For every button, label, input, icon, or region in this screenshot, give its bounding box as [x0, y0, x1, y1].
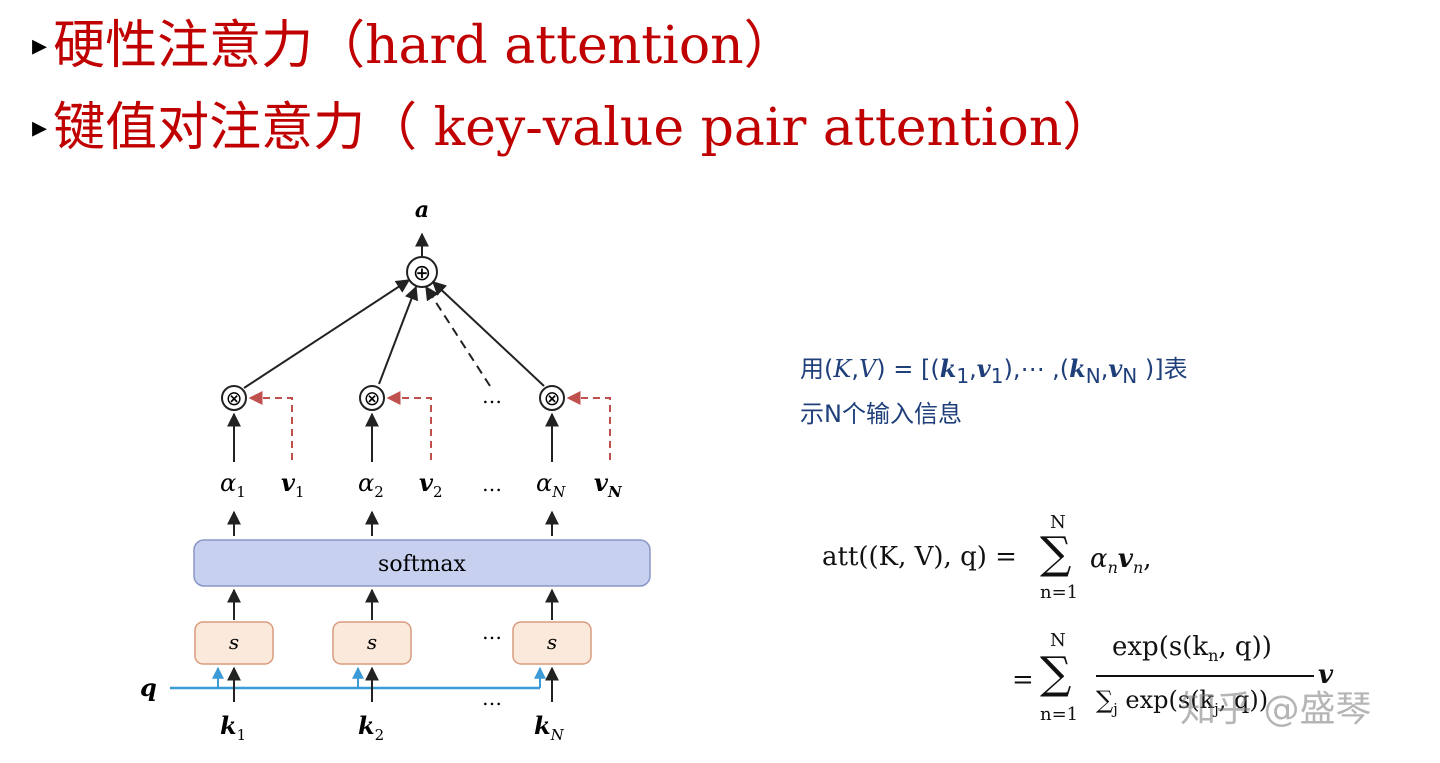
- times-icon: ⊗: [544, 386, 561, 410]
- heading-hard-attention: ▸硬性注意力（hard attention）: [32, 20, 796, 72]
- sum1-top: N: [1050, 512, 1066, 533]
- value-arrow-1: [248, 391, 293, 460]
- formula-eq2: =: [1012, 665, 1034, 695]
- key-label-2: k2: [358, 711, 384, 744]
- formula-term2-v: v: [1318, 660, 1334, 690]
- formula-numerator: exp(s(kn, q)): [1112, 632, 1272, 666]
- value-arrow-N: [566, 391, 611, 460]
- times-icon: ⊗: [364, 386, 381, 410]
- score-box-1: [194, 621, 274, 665]
- bullet-icon: ▸: [32, 110, 48, 145]
- description-line-2: 示N个输入信息: [800, 399, 962, 428]
- key-label-1: k1: [220, 711, 246, 744]
- value-label-2: v2: [419, 468, 443, 501]
- score-label-1: s: [229, 630, 239, 654]
- sum2-top: N: [1050, 630, 1066, 651]
- ellipsis-keys: …: [482, 686, 502, 710]
- multiply-node-N: ⊗: [539, 385, 565, 411]
- sum2-sigma: ∑: [1040, 648, 1072, 699]
- edge-dots-to-sum: [425, 285, 491, 387]
- fraction-bar: [1096, 675, 1314, 677]
- bullet-icon: ▸: [32, 28, 48, 63]
- edge-1-to-sum: [243, 279, 411, 389]
- score-label-N: s: [547, 630, 557, 654]
- multiply-node-2: ⊗: [359, 385, 385, 411]
- description-line-1: 用(K,V) = [(k1,v1),⋯ ,(kN,vN )]表: [800, 354, 1188, 388]
- value-label-N: vN: [594, 468, 623, 501]
- formula-denominator: ∑j exp(s(kj, q)): [1096, 686, 1269, 718]
- heading-text: 硬性注意力（hard attention）: [53, 16, 796, 76]
- multiply-node-1: ⊗: [221, 385, 247, 411]
- sum1-sigma: ∑: [1040, 528, 1072, 579]
- score-box-N: [512, 621, 592, 665]
- key-label-N: kN: [534, 711, 565, 744]
- output-label: a: [415, 197, 429, 223]
- heading-text: 键值对注意力（ key-value pair attention）: [53, 98, 1115, 158]
- ellipsis-mid: …: [482, 472, 502, 496]
- softmax-label: softmax: [378, 552, 466, 577]
- sum-node: [406, 256, 438, 288]
- score-label-2: s: [367, 630, 377, 654]
- ellipsis-top: …: [482, 384, 502, 408]
- kv-description: 用(K,V) = [(k1,v1),⋯ ,(kN,vN )]表 示N个输入信息: [800, 350, 1380, 433]
- times-icon: ⊗: [226, 386, 243, 410]
- value-label-1: v1: [281, 468, 305, 501]
- ellipsis-score: …: [482, 620, 502, 644]
- heading-key-value-attention: ▸键值对注意力（ key-value pair attention）: [32, 102, 1114, 154]
- sum1-bottom: n=1: [1040, 582, 1079, 603]
- edge-2-to-sum: [378, 285, 419, 385]
- score-box-2: [332, 621, 412, 665]
- alpha-label-N: αN: [536, 469, 566, 501]
- query-label: q: [140, 673, 157, 702]
- plus-icon: ⊕: [413, 261, 431, 286]
- softmax-box: [193, 539, 651, 587]
- watermark: 知乎 @盛琴: [1180, 689, 1372, 730]
- formula-lhs: att((K, V), q) =: [822, 542, 1017, 572]
- sum2-bottom: n=1: [1040, 704, 1079, 725]
- attention-diagram: a ⊕ ⊗ ⊗ … ⊗ α1 v1 α2 v2 … αN vN softmax: [140, 197, 651, 744]
- value-arrow-2: [386, 391, 432, 460]
- alpha-label-1: α1: [220, 469, 246, 501]
- formula-term1: αnvn,: [1090, 544, 1152, 578]
- alpha-label-2: α2: [358, 469, 384, 501]
- edge-N-to-sum: [431, 281, 545, 387]
